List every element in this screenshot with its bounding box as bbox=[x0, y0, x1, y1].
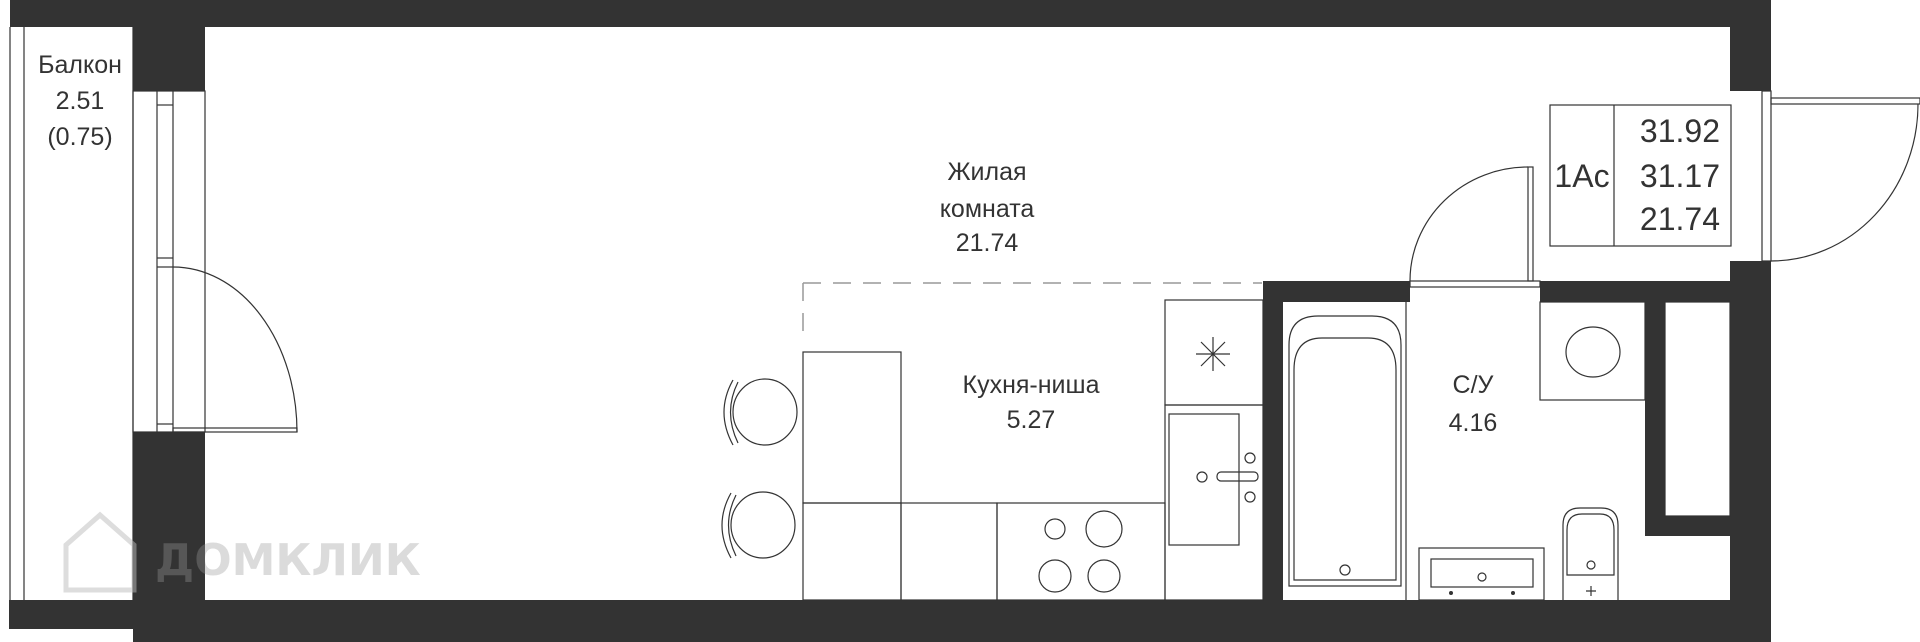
burner-icon bbox=[1085, 510, 1123, 548]
chair bbox=[723, 378, 798, 446]
balcony-door[interactable] bbox=[132, 90, 298, 433]
dining-table bbox=[802, 351, 902, 504]
total-area: 31.92 bbox=[1640, 113, 1720, 149]
kitchen: Кухня-ниша 5.27 bbox=[721, 299, 1264, 601]
balcony-name: Балкон bbox=[38, 51, 122, 79]
living-area: 21.74 bbox=[1640, 201, 1720, 237]
closet bbox=[1664, 301, 1731, 517]
balcony-area-coef: (0.75) bbox=[47, 123, 112, 151]
kitchen-area: 5.27 bbox=[1007, 406, 1056, 434]
entrance-door[interactable] bbox=[1761, 90, 1920, 262]
snowflake-icon bbox=[1196, 337, 1230, 371]
walls bbox=[9, 0, 1771, 642]
burner-icon bbox=[1087, 559, 1121, 593]
bathroom-door[interactable] bbox=[1409, 166, 1541, 288]
washing-machine bbox=[1539, 301, 1646, 401]
bathroom: С/У 4.16 bbox=[1288, 166, 1646, 601]
burner-icon bbox=[1044, 518, 1066, 540]
chair bbox=[721, 491, 796, 559]
stove bbox=[996, 502, 1166, 601]
balcony: Балкон 2.51 (0.75) bbox=[9, 27, 134, 600]
balcony-area: 2.51 bbox=[56, 87, 105, 115]
kitchen-name: Кухня-ниша bbox=[963, 371, 1100, 399]
bathroom-area: 4.16 bbox=[1449, 409, 1498, 437]
watermark-text: ДОМКЛИК bbox=[155, 535, 421, 586]
house-icon bbox=[63, 511, 137, 593]
toilet bbox=[1562, 507, 1619, 600]
living-room-area: 21.74 bbox=[956, 229, 1019, 257]
kitchen-sink bbox=[1164, 404, 1264, 601]
bathroom-name: С/У bbox=[1453, 371, 1494, 399]
bathroom-sink bbox=[1418, 547, 1545, 601]
burner-icon bbox=[1038, 559, 1072, 593]
apartment-type: 1Ас bbox=[1554, 158, 1609, 194]
bathtub bbox=[1288, 315, 1402, 587]
living-room-name-1: Жилая bbox=[947, 158, 1026, 186]
area-without-balcony: 31.17 bbox=[1640, 158, 1720, 194]
summary-box: 1Ас 31.92 31.17 21.74 bbox=[1549, 104, 1732, 247]
living-room: Жилая комната 21.74 bbox=[802, 158, 1262, 337]
living-room-name-2: комната bbox=[940, 195, 1035, 223]
watermark: ДОМКЛИК bbox=[63, 511, 421, 593]
zone-divider bbox=[802, 282, 1262, 337]
